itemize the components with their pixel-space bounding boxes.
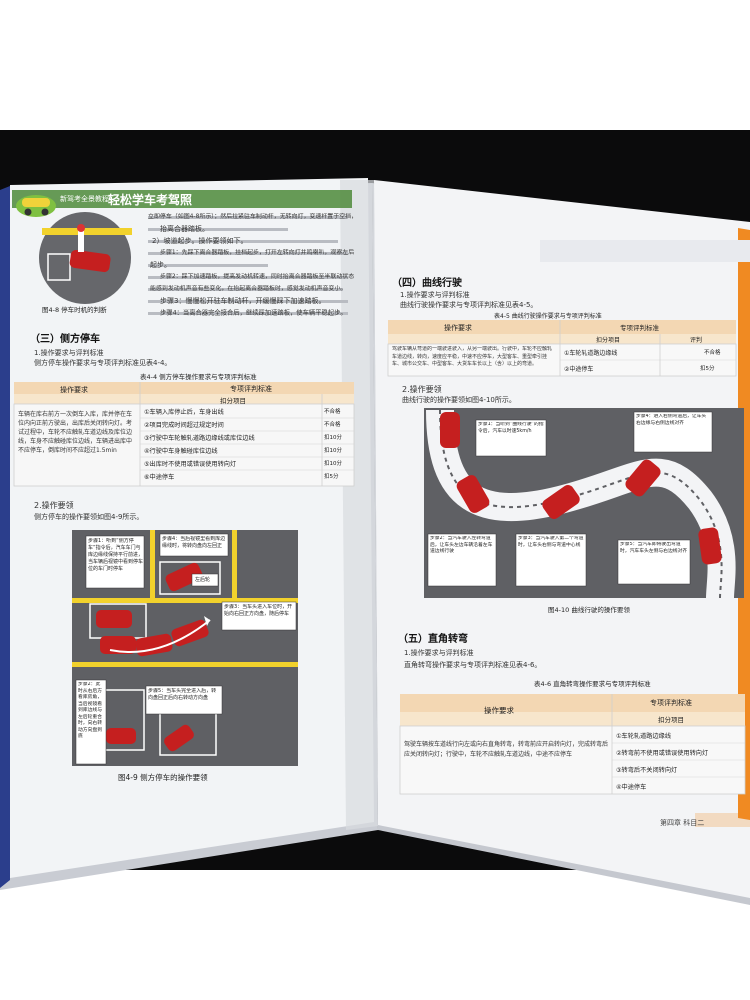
t46-item: ④中途停车 — [616, 784, 647, 791]
t44-item: ⑤出库时不使用或错误使用转向灯 — [144, 461, 237, 468]
figure-4-9-caption: 图4-9 侧方停车的操作要领 — [118, 773, 208, 782]
running-header: 第四章 科目二 — [660, 819, 705, 827]
f49-step2: 步骤2：此时从右后方看库房角，当后视镜看到库边线与左后轮重合时，向右转动方向盘到… — [78, 682, 102, 739]
section-5-sub1: 1.操作要求与评判标准 — [404, 649, 474, 657]
t46-item: ③转弯后不关闭转向灯 — [616, 767, 678, 774]
figure-4-10-caption: 图4-10 曲线行驶的操作要领 — [548, 606, 630, 614]
intro-line: 步骤4：当离合器完全接合后，继续踩加速踏板，使车辆平稳起步。 — [160, 308, 347, 317]
chapter-tab — [695, 813, 750, 827]
header-bar — [12, 190, 352, 208]
t45-requirement: 驾驶车辆从弯道的一端驶进驶入，从另一端驶出。行驶中，车轮不应触轧车道边线，转向，… — [392, 346, 553, 367]
table-4-6-frame — [399, 694, 746, 795]
intro-line: 立即停车（如图4-8所示）；然后拉紧驻车制动杆，无转向灯，变速杆置于空挡， — [148, 212, 358, 220]
f410-step2: 步骤2：当汽车驶入左转弯道后，让车头左边车辆沿着左车道边线行驶 — [430, 536, 493, 554]
figure-4-10-diagram — [424, 408, 744, 599]
intro-line: 能感到发动机声音有些变化，在抬起离合器踏板时，感觉发动机声音变小。 — [150, 284, 347, 292]
table-4-4-caption: 表4-4 侧方停车操作要求与专项评判标准 — [140, 373, 257, 381]
t44-result: 扣10分 — [324, 448, 342, 454]
t45-result: 扣5分 — [700, 366, 715, 372]
t44-item: ①车辆入库停止后，车身出线 — [144, 409, 224, 416]
t44-result: 扣5分 — [324, 474, 339, 480]
t45-col3-header: 评判 — [690, 337, 703, 344]
table-4-4-frame — [13, 382, 355, 487]
left-page-edge — [0, 186, 10, 888]
section-3-sub2-text: 侧方停车的操作要领如图4-9所示。 — [34, 513, 144, 521]
t46-item: ②转弯前不使用或错误使用转向灯 — [616, 750, 709, 757]
figure-4-8 — [39, 212, 132, 304]
t46-item: ①车轮轧道路边缘线 — [616, 733, 672, 740]
t45-item: ②中途停车 — [564, 366, 594, 373]
t45-col2-sub: 扣分项目 — [596, 337, 621, 344]
section-5-sub1-text: 直角转弯操作要求与专项评判标准见表4-6。 — [404, 661, 542, 669]
section-3-title: （三）侧方停车 — [30, 334, 100, 345]
t44-item: ④行驶中车身触碰库位边线 — [144, 448, 218, 455]
series-name: 新驾考全景教程 — [60, 195, 109, 203]
section-4-sub2: 2.操作要领 — [402, 385, 442, 394]
section-4-sub1-text: 曲线行驶操作要求与专项评判标准见表4-5。 — [400, 301, 538, 309]
f410-step1: 步骤1：当听到“曲线行驶”的指令后，汽车以时速5km/h — [478, 422, 544, 434]
section-4-sub2-text: 曲线行驶的操作要领如图4-10所示。 — [402, 396, 516, 404]
right-header-band — [540, 240, 750, 262]
t44-col2-header: 专项评判标准 — [230, 385, 272, 393]
section-3-sub2: 2.操作要领 — [34, 501, 74, 510]
table-4-6-caption: 表4-6 直角转弯操作要求与专项评判标准 — [534, 680, 651, 688]
section-3-sub1: 1.操作要求与评判标准 — [34, 349, 104, 357]
t44-item: ③行驶中车轮触轧道路边缘线或库位边线 — [144, 435, 255, 442]
f49-step3: 步骤3：当车头进入车位时，开始向右回正方向盘，随后停车 — [224, 604, 293, 617]
t44-item: ②项目完成时间超过规定时间 — [144, 422, 224, 429]
figure-4-9-diagram — [72, 530, 298, 766]
f410-step5: 步骤5：当汽车即将驶出弯道时，汽车车头左侧与右边线对齐 — [620, 542, 688, 554]
intro-line: 抬离合器踏板。 — [160, 225, 209, 233]
intro-line: 2）坡道起步。操作要领如下。 — [152, 237, 248, 245]
gutter-shadow — [340, 180, 378, 830]
f49-step5: 步骤5：当车头完全进入后，转向盘回正后向右转动方向盘 — [148, 688, 217, 701]
t45-result: 不合格 — [704, 350, 721, 356]
intro-line: 步骤2：踩下加速踏板，提高发动机转速，同时抬离合器踏板至半联动状态 — [160, 272, 355, 280]
t46-col2-header: 专项评判标准 — [650, 699, 692, 707]
f49-step1: 步骤1：听到“侧方停车”指令后，汽车车门与库边缘线保持平行前进，当车辆后视镜中看… — [88, 538, 143, 572]
t46-col1-header: 操作要求 — [484, 706, 514, 715]
t45-item: ①车轮轧道路边缘线 — [564, 350, 618, 357]
f49-tag: 左后轮 — [195, 577, 211, 583]
left-text-lines — [148, 216, 348, 315]
t44-result: 不合格 — [324, 409, 341, 415]
intro-line: 步骤3：慢慢松开驻车制动杆，开缓慢踩下加速踏板。 — [160, 297, 326, 305]
t44-result: 不合格 — [324, 422, 341, 428]
book-title: 轻松学车考驾照 — [108, 193, 193, 207]
t44-result: 扣10分 — [324, 461, 342, 467]
intro-line: 起步。 — [150, 261, 171, 269]
f410-step3: 步骤3：当汽车驶入第二个弯道时，让车头右侧与弯道中心线 — [518, 536, 584, 548]
t45-col1-header: 操作要求 — [444, 324, 472, 332]
t44-requirement: 车辆在库右前方一次倒车入库，库并停在车位内向正前方驶出，出库后关闭转向灯。考试过… — [18, 411, 133, 454]
f49-step4: 步骤4：当后视镜里看到库边缘线时，将转向盘向左回正 — [162, 536, 226, 549]
t46-requirement: 驾驶车辆按车道线行向左或向右直角转弯，转弯前应开启转向灯，完成转弯后应关闭转向灯… — [404, 741, 608, 758]
figure-4-8-caption: 图4-8 停车时机的判断 — [42, 306, 107, 314]
f410-step4: 步骤4：进入右侧弯道后，让车头右边缘与右侧边线对齐 — [636, 414, 707, 426]
t46-col2-sub: 扣分项目 — [658, 716, 684, 724]
t44-result: 扣10分 — [324, 435, 342, 441]
car-logo-icon — [16, 195, 56, 217]
section-4-title: （四）曲线行驶 — [392, 278, 462, 289]
intro-line: 步骤1：先踩下离合器踏板，挂档起步，打开左转向灯并鸣喇叭，观察左后 — [160, 248, 355, 256]
t44-col1-header: 操作要求 — [60, 386, 88, 394]
section-3-sub1-text: 侧方停车操作要求与专项评判标准见表4-4。 — [34, 359, 172, 367]
t44-col2-sub: 扣分项目 — [220, 397, 246, 405]
section-4-sub1: 1.操作要求与评判标准 — [400, 291, 470, 299]
t45-col2-header: 专项评判标准 — [620, 324, 659, 332]
section-5-title: （五）直角转弯 — [398, 634, 468, 645]
table-4-5-frame — [387, 320, 737, 377]
t44-item: ⑥中途停车 — [144, 474, 175, 481]
table-4-5-caption: 表4-5 曲线行驶操作要求与专项评判标准 — [494, 313, 602, 320]
